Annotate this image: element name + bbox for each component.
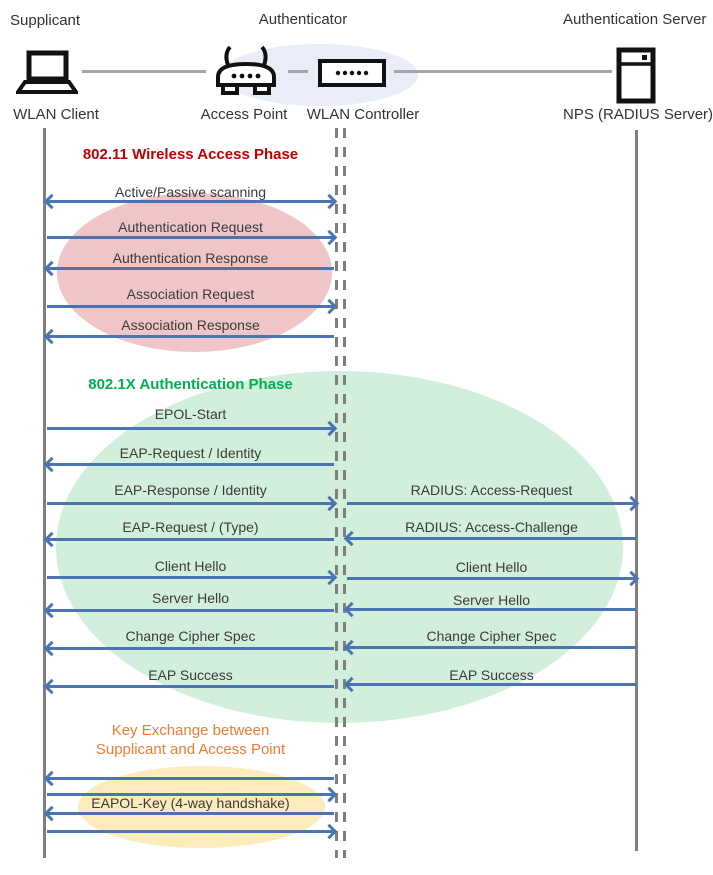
device-nps-server: NPS (RADIUS Server) <box>563 106 713 123</box>
message-label: Change Cipher Spec <box>125 628 256 644</box>
message-arrow <box>43 260 334 277</box>
message-label: RADIUS: Access-Challenge <box>405 519 578 535</box>
message-arrow <box>347 570 640 587</box>
connector-client-ap <box>82 70 206 73</box>
lifeline-wlan-controller-right <box>343 128 346 858</box>
role-authenticator: Authenticator <box>258 11 348 28</box>
lifeline-wlan-controller-left <box>335 128 338 858</box>
lifeline-nps-server <box>635 130 638 851</box>
phase-title-80211: 802.11 Wireless Access Phase <box>82 146 299 163</box>
message-label: Client Hello <box>154 558 227 574</box>
role-authentication-server: Authentication Server <box>563 11 707 28</box>
message-label: Change Cipher Spec <box>426 628 557 644</box>
message-label: EAP-Request / Identity <box>119 445 262 461</box>
message-label: EPOL-Start <box>154 406 227 422</box>
access-point-icon <box>211 44 281 100</box>
laptop-icon <box>16 50 78 96</box>
connector-controller-server <box>394 70 612 73</box>
message-arrow <box>43 640 334 657</box>
message-arrow <box>47 495 338 512</box>
message-label: EAPOL-Key (4-way handshake) <box>91 795 290 811</box>
phase-title-key-exchange-line1: Key Exchange between <box>111 722 270 739</box>
device-wlan-controller: WLAN Controller <box>306 106 420 123</box>
message-label: Association Response <box>121 317 260 333</box>
server-icon <box>616 47 656 104</box>
message-label: Association Request <box>126 286 255 302</box>
message-arrow <box>343 676 636 693</box>
message-label: EAP Success <box>148 667 233 683</box>
lifeline-wlan-client <box>43 128 46 858</box>
message-arrow <box>47 569 338 586</box>
message-label: Authentication Response <box>112 250 269 266</box>
message-arrow <box>343 530 636 547</box>
device-access-point: Access Point <box>200 106 288 123</box>
message-arrow <box>43 531 334 548</box>
message-label: Active/Passive scanning <box>115 184 266 200</box>
message-label: EAP-Response / Identity <box>114 482 267 498</box>
message-arrow <box>343 639 636 656</box>
message-arrow <box>43 456 334 473</box>
message-arrow <box>43 678 334 695</box>
message-arrow <box>43 328 334 345</box>
message-label: Server Hello <box>452 592 531 608</box>
message-arrow <box>43 193 338 210</box>
arrowhead-left-icon <box>43 770 60 787</box>
message-arrow <box>343 601 636 618</box>
message-arrow <box>347 495 640 512</box>
message-label: Server Hello <box>151 590 230 606</box>
wlan-controller-icon <box>318 59 386 87</box>
message-arrow <box>47 823 338 840</box>
device-wlan-client: WLAN Client <box>13 106 99 123</box>
phase-title-8021x: 802.1X Authentication Phase <box>88 376 293 393</box>
phase-title-key-exchange-line2: Supplicant and Access Point <box>95 741 286 758</box>
message-arrow <box>47 229 338 246</box>
message-label: EAP Success <box>449 667 534 683</box>
message-arrow <box>43 770 334 787</box>
phase-80211-ellipse <box>57 193 332 352</box>
message-arrow <box>47 786 338 803</box>
message-label: Authentication Request <box>118 219 263 235</box>
connector-ap-controller <box>288 70 308 73</box>
message-arrow <box>43 602 334 619</box>
role-supplicant: Supplicant <box>10 12 81 29</box>
message-arrow <box>47 298 338 315</box>
message-label: RADIUS: Access-Request <box>410 482 573 498</box>
message-arrow <box>47 420 338 437</box>
message-label: Client Hello <box>455 559 528 575</box>
message-arrow <box>43 805 334 822</box>
message-label: EAP-Request / (Type) <box>122 519 259 535</box>
